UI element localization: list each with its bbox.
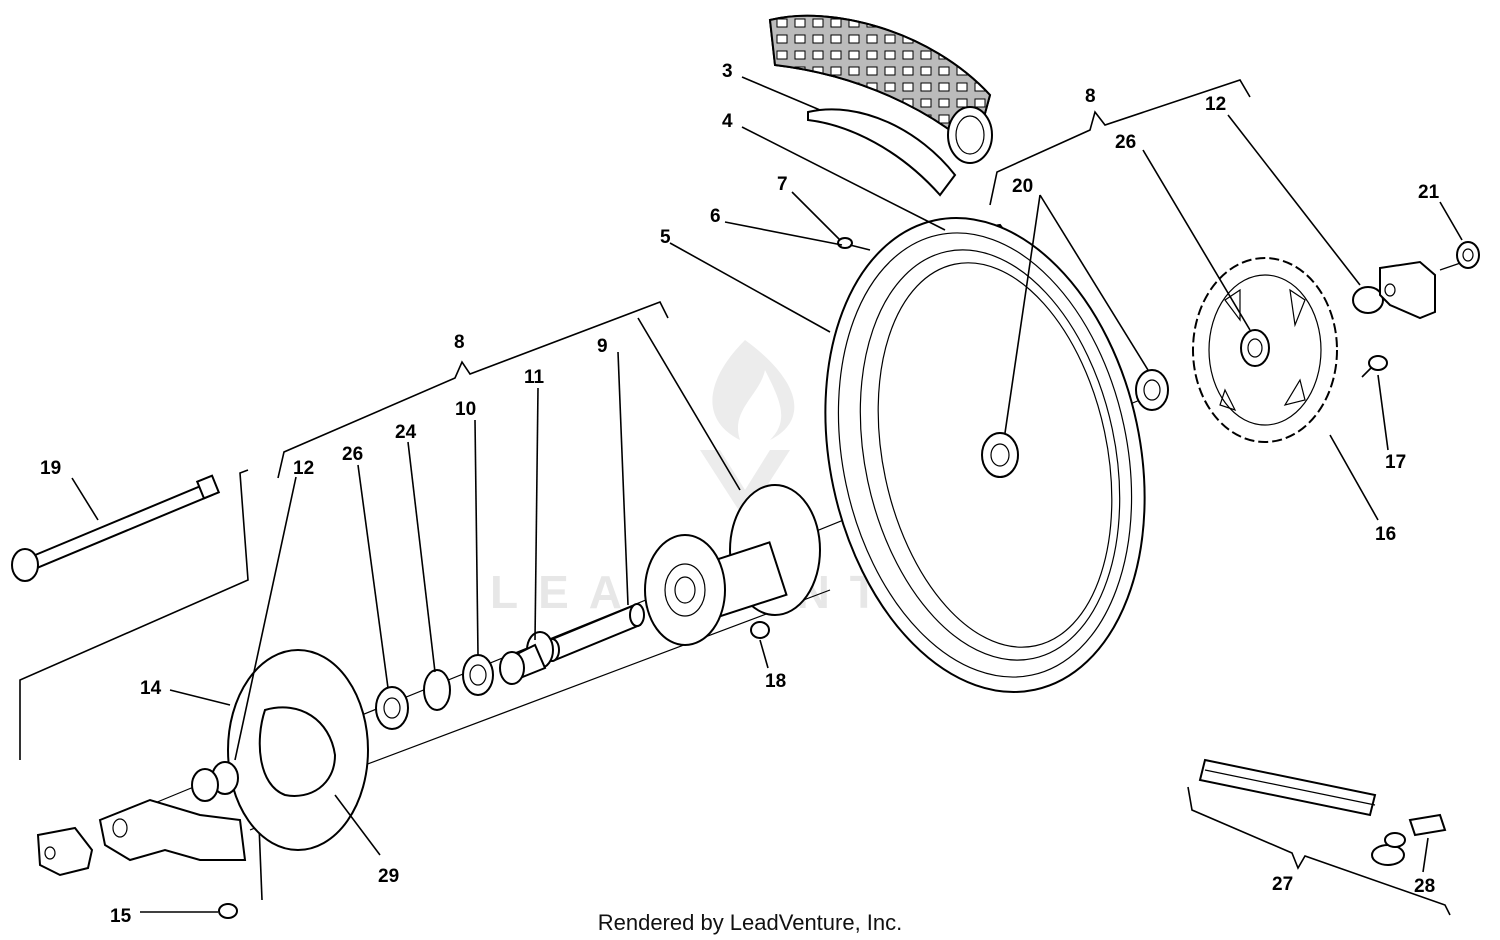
bracket-8-right bbox=[989, 79, 1251, 206]
callout-12-left: 12 bbox=[293, 458, 314, 479]
callout-19: 19 bbox=[40, 458, 61, 479]
callout-20: 20 bbox=[1012, 176, 1033, 197]
bracket-27 bbox=[1187, 786, 1451, 916]
disc-bolt bbox=[218, 903, 238, 919]
callout-16: 16 bbox=[1375, 524, 1396, 545]
callout-27: 27 bbox=[1272, 874, 1293, 895]
brake-disc bbox=[227, 649, 369, 851]
watermark-flame-icon bbox=[712, 340, 795, 440]
drive-chain bbox=[1198, 758, 1377, 817]
callout-8-left: 8 bbox=[454, 332, 465, 353]
callout-8-right: 8 bbox=[1085, 86, 1096, 107]
bracket-19 bbox=[19, 469, 249, 760]
callout-26-right: 26 bbox=[1115, 132, 1136, 153]
circlip bbox=[423, 669, 451, 711]
callout-21: 21 bbox=[1418, 182, 1440, 203]
watermark-v-icon bbox=[700, 450, 790, 520]
wheel-rim bbox=[824, 217, 1146, 693]
callout-17: 17 bbox=[1385, 452, 1406, 473]
hub-nut bbox=[750, 621, 770, 639]
rim-strip bbox=[807, 108, 957, 197]
spacer-12-right bbox=[1352, 286, 1384, 314]
callout-7: 7 bbox=[777, 174, 788, 195]
bearing-10 bbox=[462, 654, 494, 696]
rear-axle bbox=[11, 474, 221, 582]
chain-adjuster-left bbox=[36, 826, 94, 877]
tire bbox=[768, 14, 993, 164]
callout-14: 14 bbox=[140, 678, 162, 699]
caliper-bracket bbox=[98, 798, 247, 862]
callout-15: 15 bbox=[110, 906, 132, 927]
callout-29: 29 bbox=[378, 866, 399, 887]
callout-labels: 3 4 5 6 7 8 8 9 10 11 12 12 14 15 16 17 … bbox=[40, 61, 1440, 927]
spacer-12-left bbox=[191, 761, 239, 802]
callout-11: 11 bbox=[524, 367, 545, 388]
callout-24: 24 bbox=[395, 422, 417, 443]
dust-seal bbox=[499, 631, 554, 685]
bracket-8-left bbox=[277, 300, 669, 479]
callout-9: 9 bbox=[597, 336, 608, 357]
callout-3: 3 bbox=[722, 61, 733, 82]
axle-nut bbox=[1456, 241, 1480, 269]
callout-4: 4 bbox=[722, 111, 733, 132]
bearing-20 bbox=[1135, 369, 1169, 411]
footer-credit: Rendered by LeadVenture, Inc. bbox=[598, 910, 903, 935]
master-link bbox=[1371, 813, 1447, 866]
callout-10: 10 bbox=[455, 399, 476, 420]
spoke-nipple bbox=[837, 237, 871, 251]
callout-18: 18 bbox=[765, 671, 786, 692]
callout-26-left: 26 bbox=[342, 444, 363, 465]
chain-adjuster-right bbox=[1379, 260, 1436, 320]
callout-6: 6 bbox=[710, 206, 721, 227]
bearing-26-left bbox=[375, 686, 409, 730]
callout-28: 28 bbox=[1414, 876, 1435, 897]
callout-5: 5 bbox=[660, 227, 671, 248]
sprocket-bolt bbox=[1361, 355, 1388, 378]
callout-12-right: 12 bbox=[1205, 94, 1226, 115]
wheel-hub bbox=[644, 484, 821, 646]
leader-lines bbox=[71, 76, 1463, 913]
rear-sprocket bbox=[1192, 257, 1338, 443]
